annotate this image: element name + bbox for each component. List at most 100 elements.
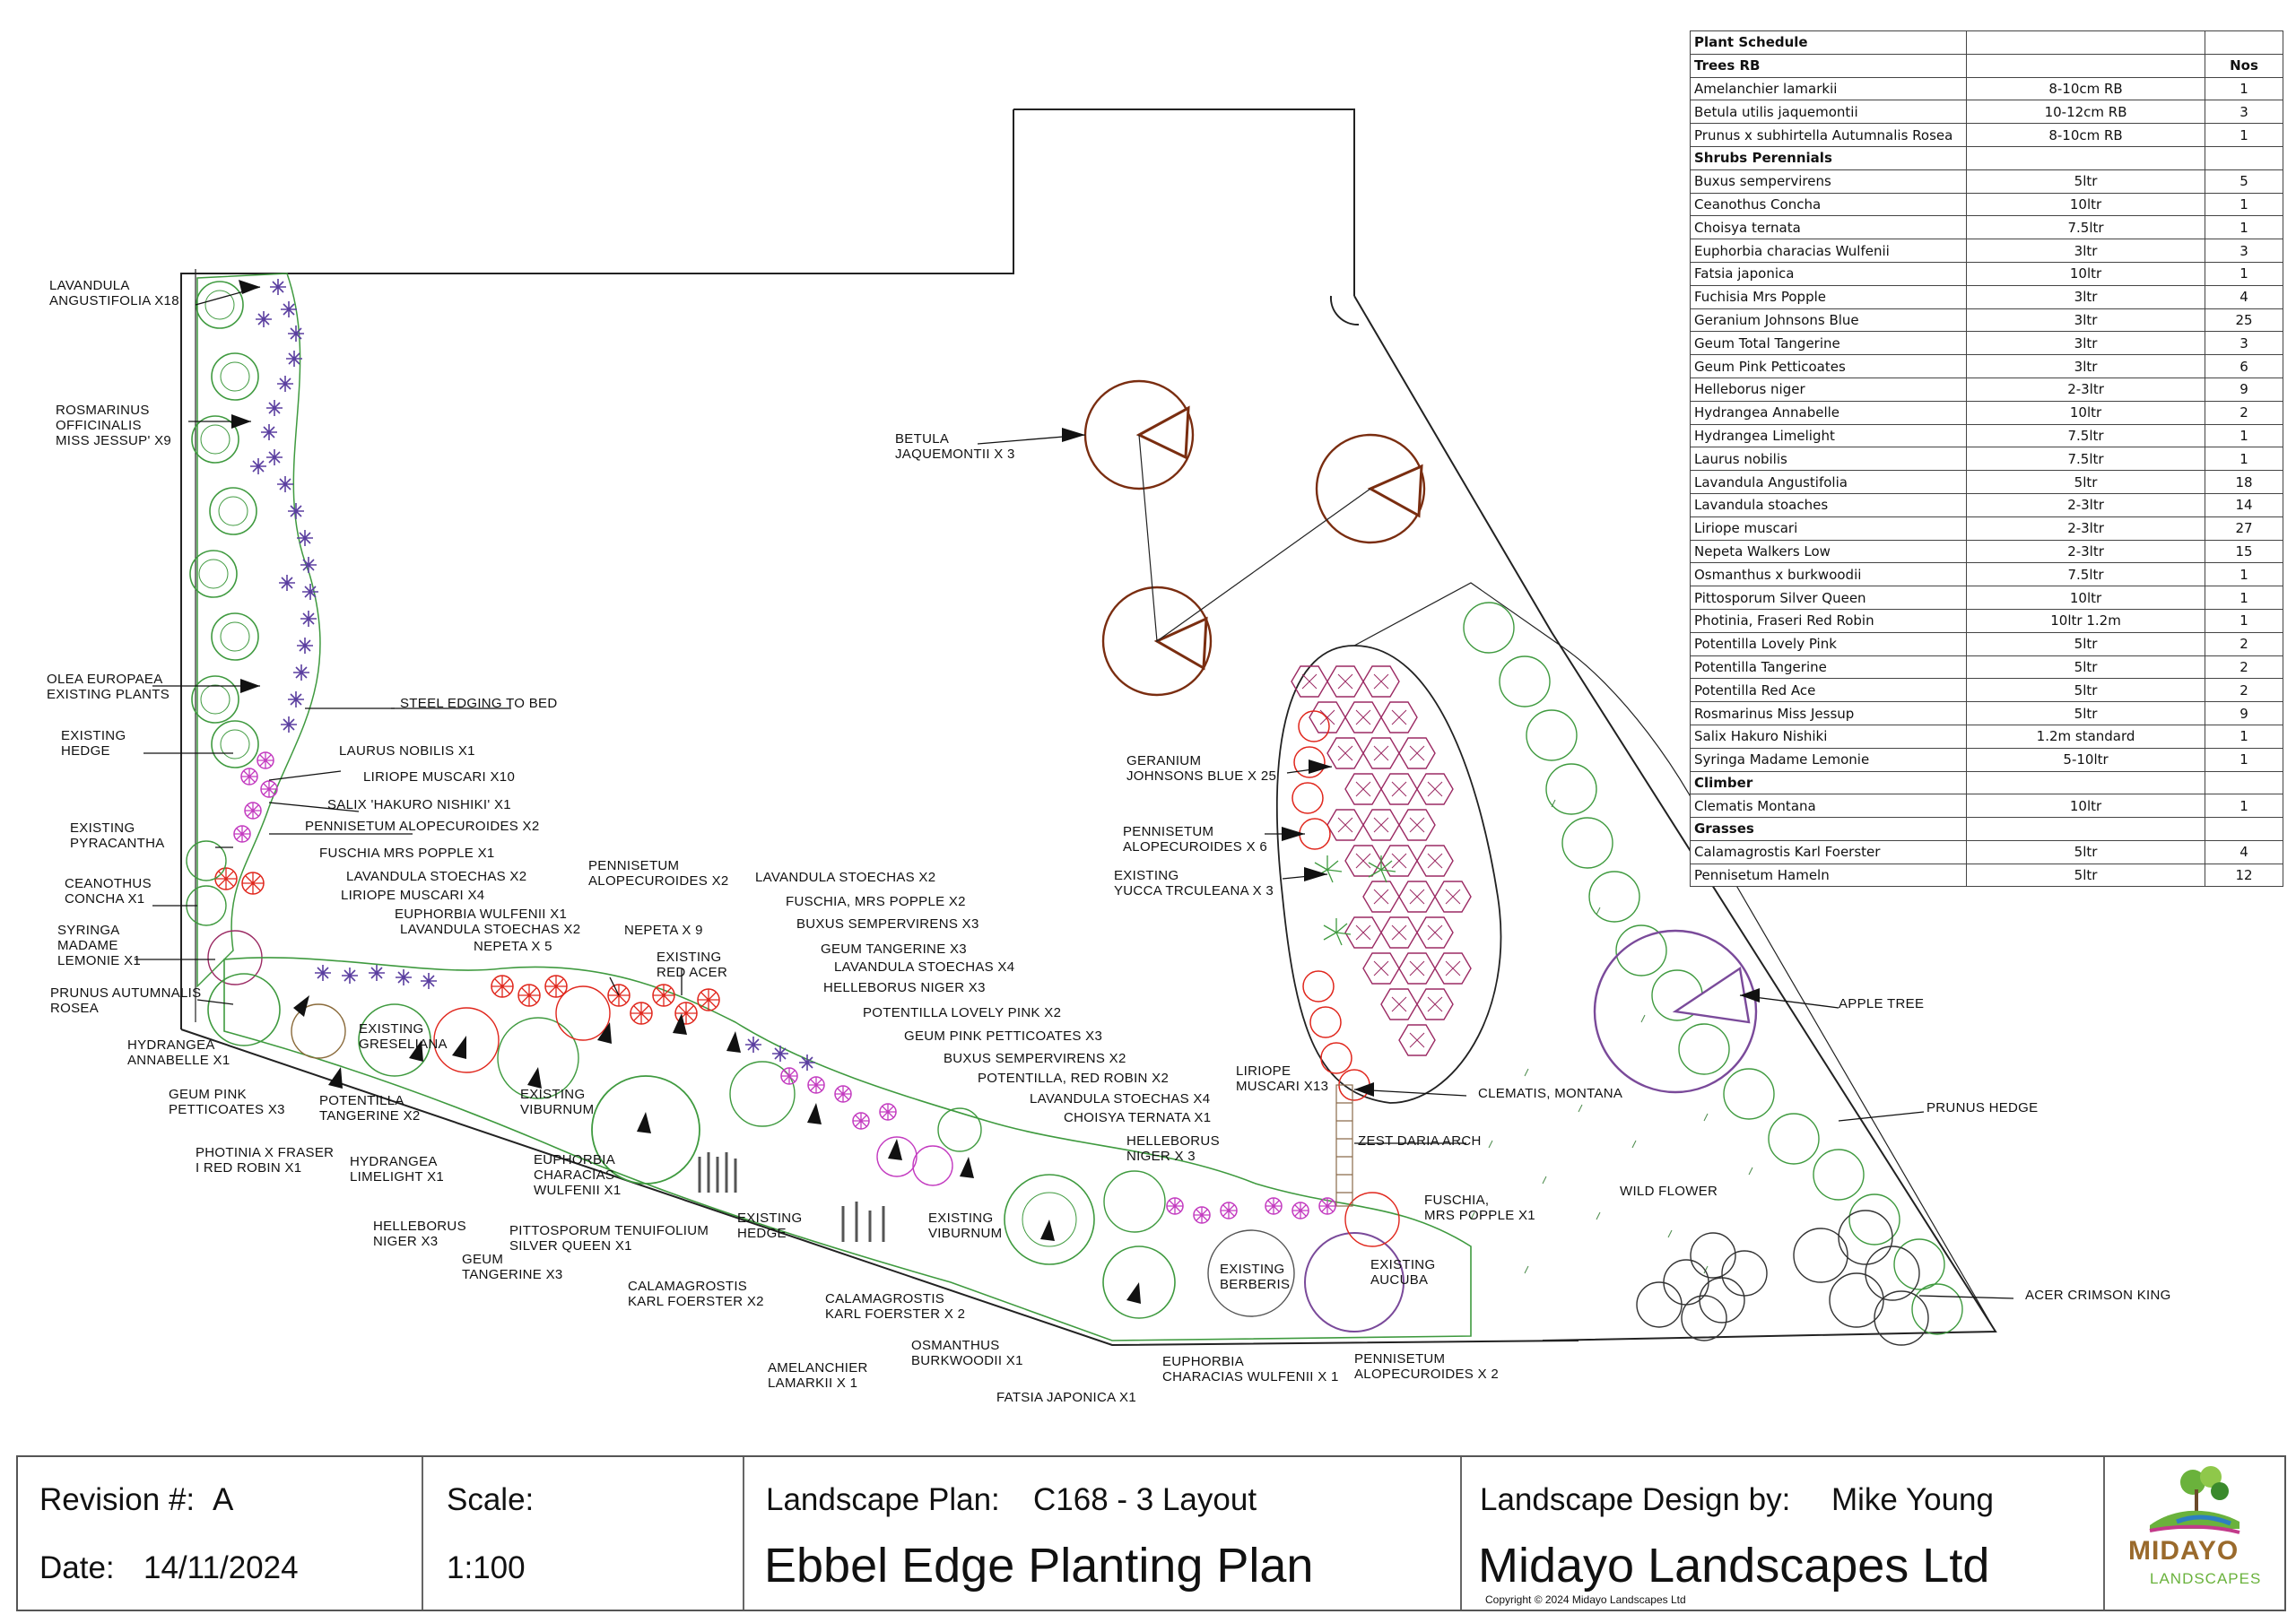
copyright-text: Copyright © 2024 Midayo Landscapes Ltd bbox=[1485, 1593, 1686, 1606]
company-name: Midayo Landscapes Ltd bbox=[1478, 1539, 1990, 1593]
plant-label: JOHNSONS BLUE X 25 bbox=[1126, 768, 1276, 784]
schedule-size-cell: 2-3ltr bbox=[1966, 516, 2206, 541]
schedule-nos-cell: 3 bbox=[2205, 100, 2283, 125]
schedule-nos-cell: 27 bbox=[2205, 516, 2283, 541]
designer-cell: Landscape Design by: Mike Young Midayo L… bbox=[1462, 1457, 2105, 1610]
schedule-size-cell: 2-3ltr bbox=[1966, 539, 2206, 564]
schedule-nos-cell: 2 bbox=[2205, 400, 2283, 425]
schedule-size-cell: 3ltr bbox=[1966, 354, 2206, 378]
schedule-section-row: Shrubs Perennials bbox=[1689, 145, 2283, 170]
plant-label: SALIX 'HAKURO NISHIKI' X1 bbox=[327, 797, 511, 812]
schedule-nos-cell: 2 bbox=[2205, 631, 2283, 656]
west-planting-bed bbox=[186, 273, 321, 1046]
schedule-nos-cell: 18 bbox=[2205, 470, 2283, 494]
plant-label: PITTOSPORUM TENUIFOLIUM bbox=[509, 1223, 709, 1238]
plant-label: LAVANDULA STOECHAS X2 bbox=[400, 922, 580, 937]
zest-daria-arch bbox=[1335, 1084, 1353, 1207]
schedule-nos-cell: 1 bbox=[2205, 608, 2283, 633]
plant-label: ALOPECUROIDES X2 bbox=[588, 873, 729, 889]
plant-label: EXISTING PLANTS bbox=[47, 687, 170, 702]
schedule-name-cell: Hydrangea Limelight bbox=[1689, 423, 1968, 448]
plant-label: ANGUSTIFOLIA X18 bbox=[49, 293, 179, 308]
plant-label: CALAMAGROSTIS bbox=[628, 1279, 747, 1294]
plant-label: EXISTING bbox=[1220, 1262, 1284, 1277]
schedule-size-cell: 3ltr bbox=[1966, 284, 2206, 309]
schedule-size-cell: 5ltr bbox=[1966, 169, 2206, 194]
arrow-markers bbox=[231, 280, 1760, 1304]
plant-label: LIRIOPE MUSCARI X10 bbox=[363, 769, 515, 785]
logo-text: MIDAYO bbox=[2128, 1536, 2239, 1566]
schedule-name-cell: Lavandula Angustifolia bbox=[1689, 470, 1968, 494]
plant-label: GEUM bbox=[462, 1252, 503, 1267]
plant-label: PRUNUS HEDGE bbox=[1926, 1100, 2038, 1115]
plant-label: FUSCHIA MRS POPPLE X1 bbox=[319, 846, 495, 861]
schedule-title-row: Plant Schedule bbox=[1689, 30, 2283, 55]
schedule-name-cell: Liriope muscari bbox=[1689, 516, 1968, 541]
schedule-name-cell: Pennisetum Hameln bbox=[1689, 863, 1968, 888]
plant-label: CLEMATIS, MONTANA bbox=[1478, 1086, 1622, 1101]
schedule-nos-cell: 2 bbox=[2205, 655, 2283, 680]
plant-label: BUXUS SEMPERVIRENS X2 bbox=[944, 1051, 1126, 1066]
plant-label: LAVANDULA STOECHAS X4 bbox=[1030, 1091, 1210, 1107]
schedule-name-cell: Hydrangea Annabelle bbox=[1689, 400, 1968, 425]
plant-label: EXISTING bbox=[359, 1021, 423, 1037]
schedule-nos-cell: 12 bbox=[2205, 863, 2283, 888]
schedule-nos-cell: 3 bbox=[2205, 239, 2283, 263]
designer-label: Landscape Design by: bbox=[1480, 1482, 1791, 1517]
plant-label: EXISTING bbox=[1114, 868, 1178, 883]
schedule-nos-cell: 1 bbox=[2205, 423, 2283, 448]
plant-label: LAMARKII X 1 bbox=[768, 1376, 857, 1391]
plant-label: PENNISETUM bbox=[588, 858, 679, 873]
schedule-nos-cell: 9 bbox=[2205, 701, 2283, 725]
schedule-size-cell: 2-3ltr bbox=[1966, 492, 2206, 517]
plant-label: FUSCHIA, bbox=[1424, 1193, 1489, 1208]
plant-label: GEUM PINK PETTICOATES X3 bbox=[904, 1028, 1102, 1044]
schedule-size-cell: 5ltr bbox=[1966, 631, 2206, 656]
plant-label: MADAME bbox=[57, 938, 118, 953]
plant-label: CONCHA X1 bbox=[65, 891, 144, 907]
plant-label: VIBURNUM bbox=[520, 1102, 594, 1117]
plant-label: ROSEA bbox=[50, 1001, 99, 1016]
plant-label: ROSMARINUS bbox=[56, 403, 150, 418]
plant-label: FUSCHIA, MRS POPPLE X2 bbox=[786, 894, 966, 909]
plant-label: YUCCA TRCULEANA X 3 bbox=[1114, 883, 1274, 898]
plant-label: EUPHORBIA bbox=[1162, 1354, 1244, 1369]
schedule-size-cell: 5ltr bbox=[1966, 470, 2206, 494]
schedule-size-cell bbox=[1966, 53, 2206, 78]
plan-label: Landscape Plan: bbox=[766, 1482, 1000, 1517]
schedule-size-cell: 10ltr 1.2m bbox=[1966, 608, 2206, 633]
plant-label: EXISTING bbox=[1370, 1257, 1435, 1272]
plant-label: JAQUEMONTII X 3 bbox=[895, 447, 1015, 462]
plant-label: EUPHORBIA bbox=[534, 1152, 615, 1167]
plant-label: EUPHORBIA WULFENII X1 bbox=[395, 907, 567, 922]
schedule-name-cell: Osmanthus x burkwoodii bbox=[1689, 562, 1968, 587]
plant-label: BUXUS SEMPERVIRENS X3 bbox=[796, 916, 979, 932]
plant-label: PENNISETUM ALOPECUROIDES X2 bbox=[305, 819, 540, 834]
plant-label: NIGER X 3 bbox=[1126, 1149, 1196, 1164]
schedule-size-cell: 8-10cm RB bbox=[1966, 123, 2206, 147]
title-block: Revision #: A Date: 14/11/2024 Scale: 1:… bbox=[16, 1455, 2286, 1611]
schedule-size-cell bbox=[1966, 30, 2206, 55]
schedule-name-cell: Helleborus niger bbox=[1689, 377, 1968, 402]
plant-label: VIBURNUM bbox=[928, 1226, 1002, 1241]
plant-label: APPLE TREE bbox=[1839, 996, 1924, 1011]
south-planting-bed bbox=[223, 957, 1472, 1341]
schedule-name-cell: Buxus sempervirens bbox=[1689, 169, 1968, 194]
